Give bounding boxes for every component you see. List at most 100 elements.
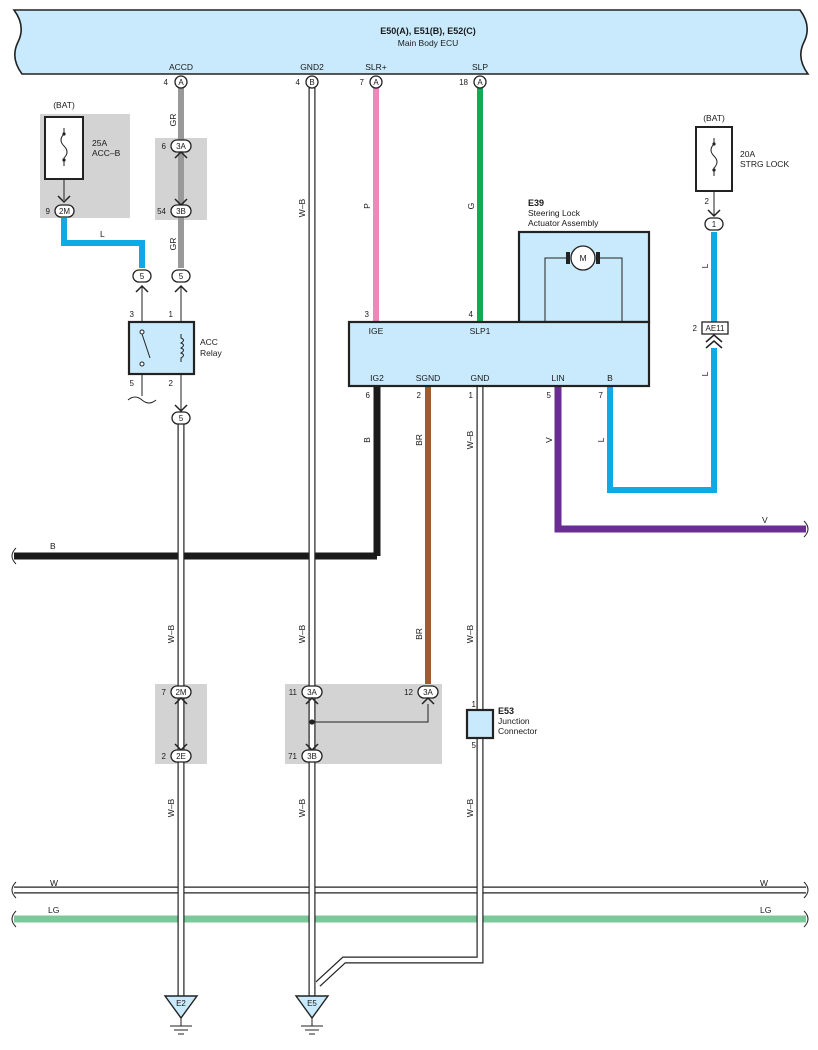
svg-text:A: A <box>178 78 184 87</box>
fuse-acc-name: ACC–B <box>92 148 121 158</box>
svg-text:SGND: SGND <box>416 373 441 383</box>
connector-2m: 2M 7 <box>162 685 192 705</box>
fuse-acc-rating: 25A <box>92 138 107 148</box>
svg-text:1: 1 <box>472 700 477 709</box>
connector-3a-mid-right: 3A 12 <box>309 685 439 725</box>
svg-text:1: 1 <box>469 391 474 400</box>
connector-3a-top: 3A 6 <box>162 139 192 159</box>
wire-l-strg <box>607 348 717 493</box>
svg-text:AE11: AE11 <box>706 324 726 333</box>
wire-v-label-2: V <box>762 515 768 525</box>
acc-relay: 5 5 3 1 ACC Relay 5 2 5 <box>127 269 222 425</box>
wire-wb-label-8: W–B <box>465 798 475 817</box>
svg-text:5: 5 <box>179 272 184 281</box>
svg-text:5: 5 <box>547 391 552 400</box>
ground-e2: E2 <box>163 995 199 1035</box>
svg-text:3: 3 <box>130 310 135 319</box>
svg-text:4: 4 <box>296 78 301 87</box>
svg-text:E2: E2 <box>176 999 186 1008</box>
wire-v-label-1: V <box>544 437 554 443</box>
svg-text:2M: 2M <box>175 688 186 697</box>
svg-text:B: B <box>309 78 314 87</box>
ecu-pin-gnd2: B 4 <box>296 75 319 89</box>
wire-br-label-2: BR <box>414 628 424 640</box>
wire-wb-label-2: W–B <box>166 798 176 817</box>
svg-text:SLP1: SLP1 <box>470 326 491 336</box>
wire-gr-label-2: GR <box>168 238 178 251</box>
steering-code: E39 <box>528 198 544 208</box>
wire-wb-label-4: W–B <box>297 624 307 643</box>
main-body-ecu: E50(A), E51(B), E52(C) Main Body ECU ACC… <box>12 9 810 75</box>
ecu-pin-slp: A 18 <box>459 75 487 89</box>
ecu-pin-accd-label: ACCD <box>169 62 193 72</box>
svg-text:3A: 3A <box>307 688 317 697</box>
svg-text:4: 4 <box>469 310 474 319</box>
wire-w-bus-label-left: W <box>50 878 58 888</box>
wire-p-label: P <box>362 203 372 209</box>
ecu-name: Main Body ECU <box>398 38 458 48</box>
junction-name-2: Connector <box>498 726 537 736</box>
wire-wb-label-3: W–B <box>297 198 307 217</box>
svg-text:18: 18 <box>459 78 468 87</box>
svg-text:2E: 2E <box>176 752 186 761</box>
wire-g-label: G <box>466 203 476 210</box>
svg-text:5: 5 <box>130 379 135 388</box>
steering-lock-actuator: E39 Steering Lock Actuator Assembly M IG… <box>347 198 651 400</box>
svg-text:12: 12 <box>404 688 413 697</box>
svg-text:7: 7 <box>360 78 365 87</box>
svg-text:2: 2 <box>417 391 422 400</box>
wire-wb-label-1: W–B <box>166 624 176 643</box>
connector-ae11: AE11 2 <box>693 321 729 349</box>
svg-text:9: 9 <box>46 207 51 216</box>
svg-text:3B: 3B <box>176 207 186 216</box>
svg-text:2: 2 <box>169 379 174 388</box>
svg-text:A: A <box>373 78 379 87</box>
wire-b-ig2-label: B <box>362 437 372 443</box>
wire-lg-bus-label-left: LG <box>48 905 59 915</box>
junction-connector-e53: 1 5 E53 Junction Connector <box>465 700 537 750</box>
svg-text:5: 5 <box>179 414 184 423</box>
svg-text:3A: 3A <box>176 142 186 151</box>
wire-b-bus-label: B <box>50 541 56 551</box>
fuse-strg-rating: 20A <box>740 149 755 159</box>
svg-text:B: B <box>607 373 613 383</box>
relay-name-2: Relay <box>200 348 222 358</box>
wire-v <box>554 386 806 533</box>
ecu-pin-slp-label: SLP <box>472 62 488 72</box>
wire-wb-gnd-to-e5 <box>315 386 484 987</box>
svg-text:71: 71 <box>288 752 297 761</box>
wire-l-acc <box>61 218 145 268</box>
fuse-strg-lock: (BAT) 20A STRG LOCK 2 1 <box>695 113 789 231</box>
ecu-pin-accd: A 4 <box>164 75 188 89</box>
connector-3b-top: 3B 54 <box>157 198 192 218</box>
svg-text:3B: 3B <box>307 752 317 761</box>
wire-l-strg-label-3: L <box>700 371 710 376</box>
svg-text:A: A <box>477 78 483 87</box>
svg-text:3A: 3A <box>423 688 433 697</box>
svg-text:2: 2 <box>693 324 698 333</box>
ecu-pin-slr-label: SLR+ <box>365 62 387 72</box>
ground-e5: E5 <box>294 995 330 1035</box>
connector-2e: 2E 2 <box>162 743 192 763</box>
svg-text:5: 5 <box>472 741 477 750</box>
relay-name-1: ACC <box>200 337 218 347</box>
svg-text:6: 6 <box>366 391 371 400</box>
svg-text:1: 1 <box>712 220 717 229</box>
fuse-acc-source: (BAT) <box>53 100 75 110</box>
svg-text:3: 3 <box>365 310 370 319</box>
svg-text:2: 2 <box>162 752 167 761</box>
svg-text:7: 7 <box>599 391 604 400</box>
svg-text:7: 7 <box>162 688 167 697</box>
junction-code: E53 <box>498 706 514 716</box>
wire-gr-label-1: GR <box>168 114 178 127</box>
wire-wb-label-5: W–B <box>297 798 307 817</box>
svg-text:GND: GND <box>471 373 490 383</box>
svg-text:2: 2 <box>705 197 710 206</box>
ecu-title: E50(A), E51(B), E52(C) <box>380 26 476 36</box>
wire-wb-label-7: W–B <box>465 624 475 643</box>
svg-text:1: 1 <box>169 310 174 319</box>
wire-wb-label-6: W–B <box>465 430 475 449</box>
ecu-pin-slr: A 7 <box>360 75 383 89</box>
svg-text:54: 54 <box>157 207 166 216</box>
steering-name-2: Actuator Assembly <box>528 218 599 228</box>
